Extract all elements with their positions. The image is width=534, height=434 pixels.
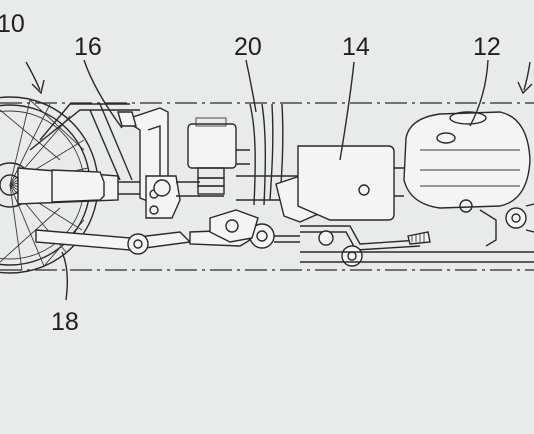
pivot-bracket [145,175,200,219]
ref-label-14: 14 [342,33,370,61]
leader-lines [25,59,533,301]
control-unit-14 [297,145,404,221]
tank-12 [403,111,531,213]
leader-14 [339,61,355,161]
rear-shock-strut [17,167,148,205]
ref-label-20: 20 [234,33,262,61]
cylinder-head [187,117,250,197]
ref-label-12: 12 [473,33,501,61]
arrow-right-head [517,81,533,95]
arrow-10 [25,61,41,91]
ref-label-16: 16 [74,33,102,61]
arrow-right [523,61,531,91]
ref-label-18: 18 [51,308,79,336]
ref-label-10: 10 [0,10,25,38]
arrow-10-head [31,79,45,95]
leader-16 [83,59,123,129]
leader-18 [61,251,69,301]
leader-12 [469,59,489,127]
shift-linkage [300,225,534,267]
leader-20 [245,59,257,113]
lower-linkage [35,223,300,255]
footrest-mount [479,203,534,247]
